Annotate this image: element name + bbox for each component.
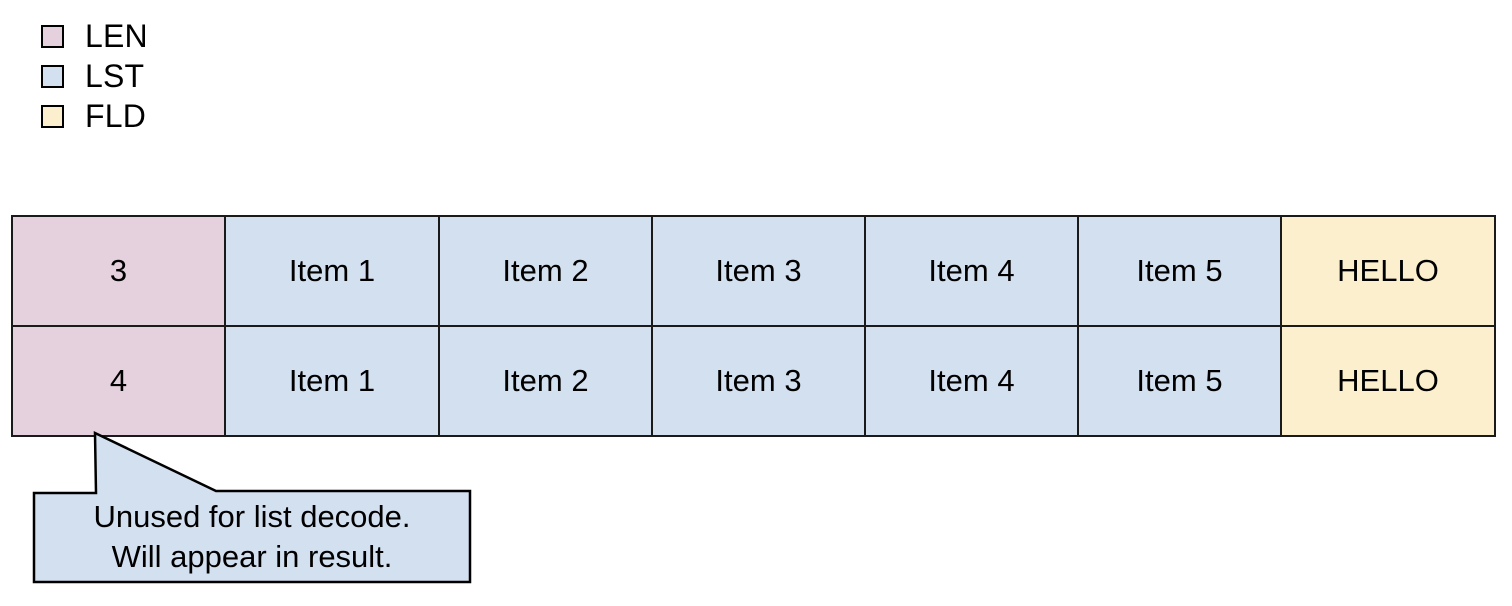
cell-len-row0: 3 xyxy=(11,215,226,327)
table-row: 3 Item 1 Item 2 Item 3 Item 4 Item 5 HEL… xyxy=(11,215,1496,327)
color-swatch-icon-len xyxy=(41,24,64,48)
color-swatch-icon-fld xyxy=(41,104,64,128)
cell-lst-row1-4: Item 5 xyxy=(1077,325,1282,437)
legend-item-fld: FLD xyxy=(41,96,341,136)
table-row: 4 Item 1 Item 2 Item 3 Item 4 Item 5 HEL… xyxy=(11,325,1496,437)
cell-lst-row1-3: Item 4 xyxy=(864,325,1079,437)
legend-label-len: LEN xyxy=(85,18,148,54)
legend-label-lst: LST xyxy=(85,58,145,94)
cell-fld-row1: HELLO xyxy=(1280,325,1496,437)
cell-fld-row0: HELLO xyxy=(1280,215,1496,327)
legend: LEN LST FLD xyxy=(41,16,341,136)
cell-lst-row1-1: Item 2 xyxy=(438,325,653,437)
cell-lst-row0-1: Item 2 xyxy=(438,215,653,327)
legend-item-lst: LST xyxy=(41,56,341,96)
cell-lst-row0-3: Item 4 xyxy=(864,215,1079,327)
record-layout-table: 3 Item 1 Item 2 Item 3 Item 4 Item 5 HEL… xyxy=(11,215,1496,437)
callout-line-1: Unused for list decode. xyxy=(93,499,411,534)
legend-item-len: LEN xyxy=(41,16,341,56)
cell-len-row1: 4 xyxy=(11,325,226,437)
color-swatch-icon-lst xyxy=(41,64,64,88)
cell-lst-row1-2: Item 3 xyxy=(651,325,866,437)
cell-lst-row0-0: Item 1 xyxy=(224,215,440,327)
callout-text: Unused for list decode. Will appear in r… xyxy=(34,493,470,581)
cell-lst-row0-2: Item 3 xyxy=(651,215,866,327)
legend-label-fld: FLD xyxy=(85,98,147,134)
cell-lst-row1-0: Item 1 xyxy=(224,325,440,437)
callout-line-2: Will appear in result. xyxy=(111,539,393,574)
cell-lst-row0-4: Item 5 xyxy=(1077,215,1282,327)
